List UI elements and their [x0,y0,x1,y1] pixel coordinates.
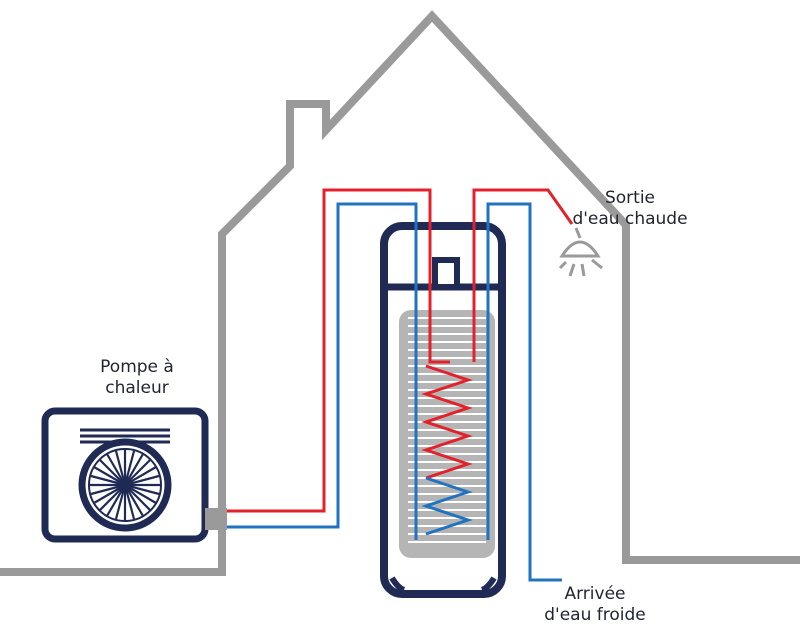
hot-water-pipe [227,188,574,513]
fan-icon [78,438,172,532]
heat-pump-label: Pompe à chaleur [62,357,212,399]
inner-tank [399,310,495,558]
house-outline [0,10,800,576]
hot-water-outlet-label-line2: d'eau chaude [572,209,688,229]
cold-water-inlet-label: Arrivée d'eau froide [520,584,670,626]
hot-water-outlet-label: Sortie d'eau chaude [560,188,700,230]
cold-water-inlet-label-line2: d'eau froide [544,605,646,625]
heat-pump-label-line2: chaleur [105,378,169,398]
hot-water-outlet-label-line1: Sortie [604,188,656,208]
pipe-connector [205,508,227,530]
heat-pump-label-line1: Pompe à [100,357,174,377]
heat-pump-unit [41,407,227,543]
cold-water-inlet-label-line1: Arrivée [564,584,626,604]
cold-water-pipe [227,202,562,582]
water-heater-tank [380,222,506,598]
shower-head-icon [558,227,603,277]
